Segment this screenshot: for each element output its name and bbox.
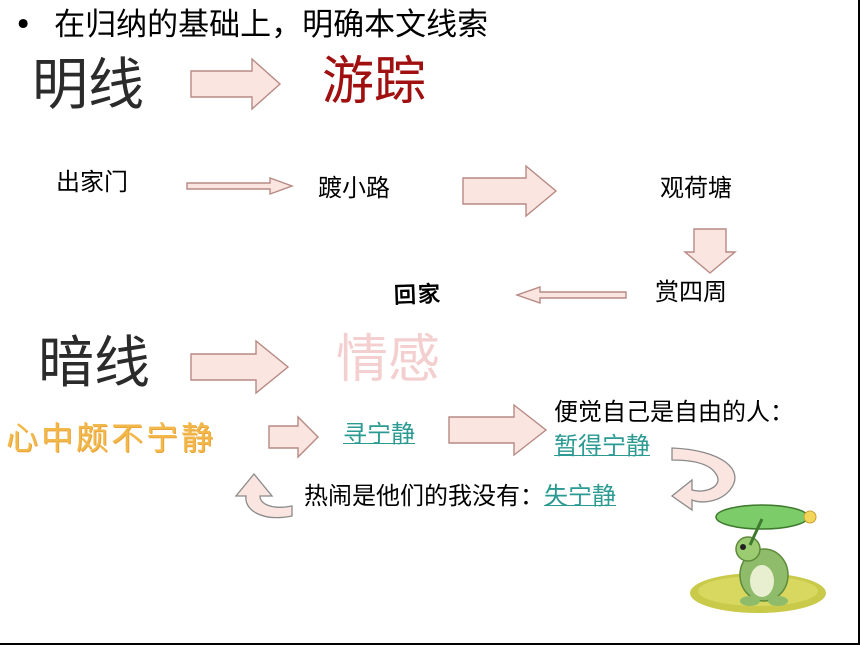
implicit-arrow (190, 339, 290, 395)
route-arrow-4 (514, 286, 627, 304)
lose-calm-link[interactable]: 失宁静 (544, 482, 616, 510)
route-arrow-1 (186, 177, 295, 195)
seek-calm-link[interactable]: 寻宁静 (343, 420, 415, 448)
free-person-text: 便觉自己是自由的人： (554, 398, 794, 426)
curve-arrow-right (670, 447, 736, 512)
implicit-label: 暗线 (38, 331, 150, 396)
curve-arrow-left (234, 472, 293, 519)
route-step-4: 赏四周 (655, 278, 727, 306)
gain-calm-link[interactable]: 暂得宁静 (554, 432, 650, 460)
route-arrow-3 (683, 228, 737, 274)
frog-with-leaf-icon (690, 504, 826, 613)
bullet-mark: • (14, 7, 33, 43)
emotion-arrow-2 (448, 403, 548, 457)
lose-calm-text: 热闹是他们的我没有：失宁静 (304, 484, 616, 508)
emotion-arrow-1 (268, 415, 319, 459)
slide-heading: • 在归纳的基础上，明确本文线索 (14, 10, 488, 41)
explicit-label: 明线 (32, 53, 144, 118)
explicit-arrow (190, 57, 282, 111)
route-arrow-2 (462, 164, 558, 218)
route-step-3: 观荷塘 (660, 174, 732, 202)
route-step-1: 出家门 (56, 168, 128, 196)
heading-text: 在归纳的基础上，明确本文线索 (54, 7, 489, 43)
implicit-topic: 情感 (336, 330, 441, 390)
emotion-start: 心中颇不宁静 (6, 419, 217, 457)
route-step-2: 踱小路 (318, 174, 390, 202)
explicit-topic: 游踪 (322, 52, 427, 112)
route-step-5: 回家 (393, 281, 443, 309)
lose-calm-prefix: 热闹是他们的我没有： (304, 482, 544, 510)
